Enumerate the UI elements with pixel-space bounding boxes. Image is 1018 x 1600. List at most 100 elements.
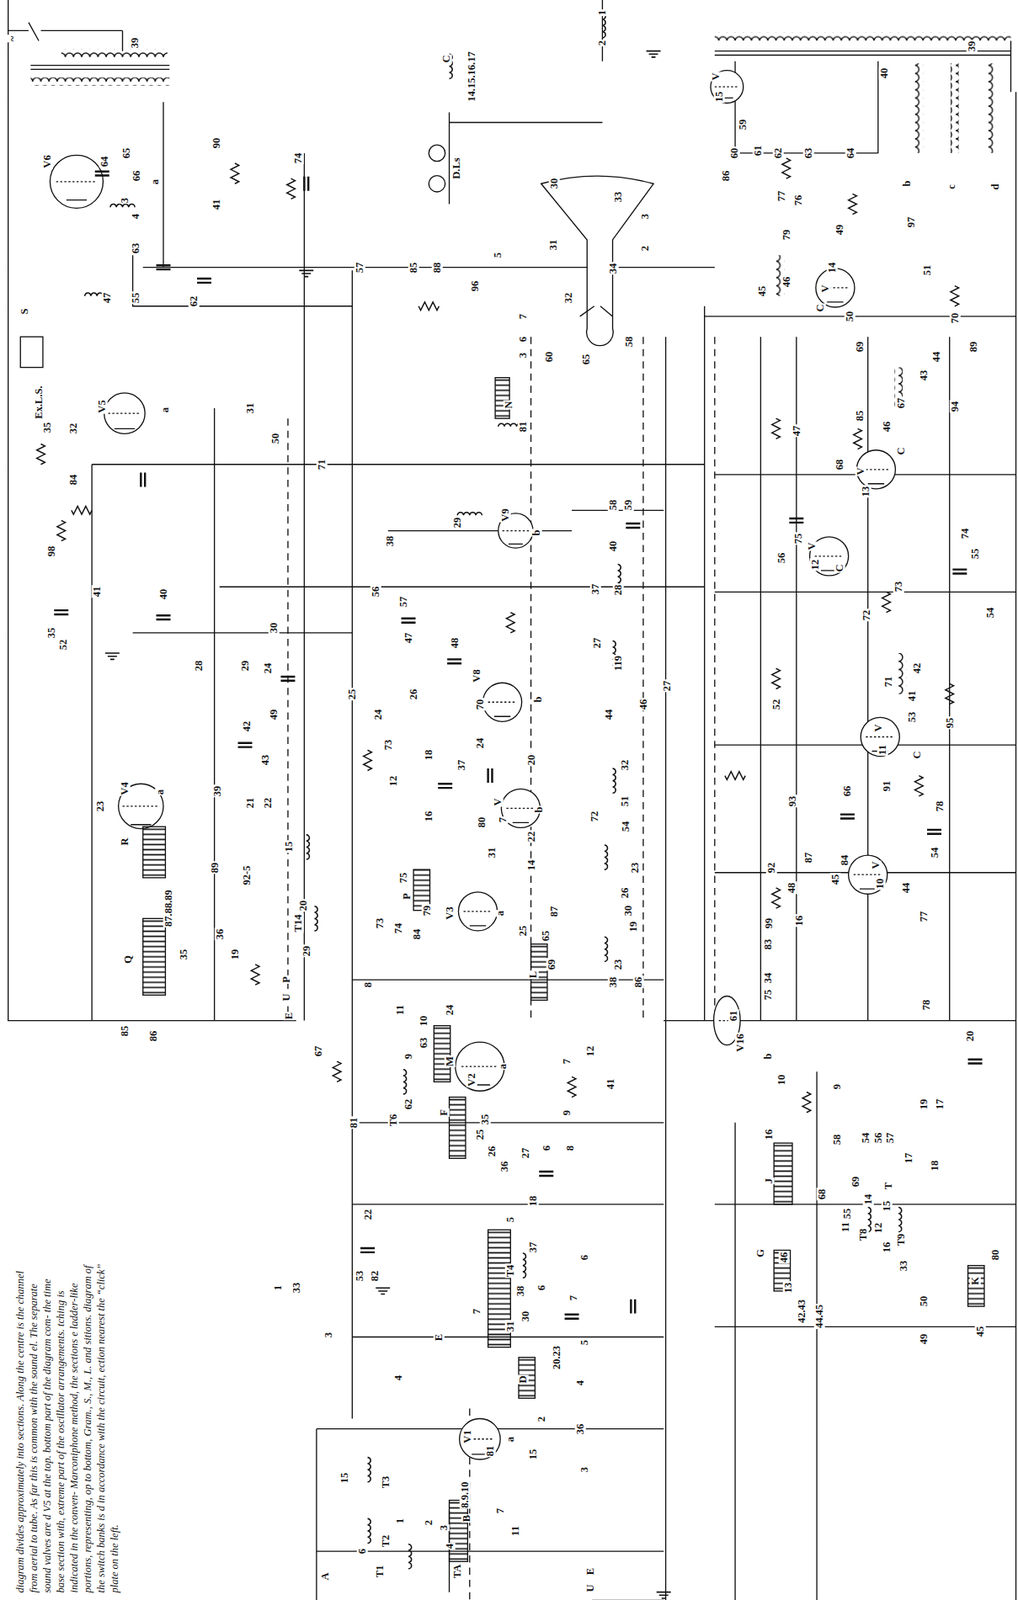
callout-number: 2 xyxy=(639,245,651,252)
callout-number: a xyxy=(154,788,166,796)
callout-number: 18 xyxy=(928,1160,940,1173)
callout-number: 46 xyxy=(638,698,650,711)
callout-number: 15 xyxy=(527,1449,539,1462)
callout-number: 3 xyxy=(639,213,651,220)
callout-number: P xyxy=(280,975,292,985)
callout-number: 60 xyxy=(729,147,741,160)
callout-number: 27 xyxy=(591,637,603,651)
callout-number: 63 xyxy=(130,241,142,255)
callout-number: B xyxy=(461,1514,473,1524)
callout-number: 13 xyxy=(783,1282,795,1296)
callout-number: 16 xyxy=(880,1241,892,1255)
switch-bank xyxy=(143,918,166,996)
callout-number: 74 xyxy=(959,527,971,541)
callout-number: 91 xyxy=(880,779,892,793)
callout-number: 95 xyxy=(943,716,955,730)
callout-number: 37 xyxy=(527,1241,539,1255)
coil-symbol xyxy=(602,13,606,38)
callout-number: 93 xyxy=(787,795,799,809)
callout-number: 69 xyxy=(850,1176,862,1189)
callout-number: T4 xyxy=(505,1263,517,1279)
callout-number: T8 xyxy=(857,1228,869,1243)
callout-number: C xyxy=(911,751,923,761)
callout-number: b xyxy=(762,1053,774,1061)
callout-number: 89 xyxy=(967,341,979,354)
callout-number: D.Ls xyxy=(451,156,463,180)
callout-number: 33 xyxy=(612,191,624,204)
callout-number: 44.45 xyxy=(813,1304,825,1330)
callout-number: 56 xyxy=(873,1132,885,1146)
callout-number: 34 xyxy=(762,971,774,985)
callout-number: 63 xyxy=(418,1037,430,1050)
callout-number: 17 xyxy=(933,1098,945,1112)
callout-number: b xyxy=(532,695,544,704)
callout-number: 40 xyxy=(879,67,891,80)
callout-number: 70 xyxy=(474,698,486,711)
callout-number: 58 xyxy=(607,499,619,512)
callout-number: 51 xyxy=(619,795,631,809)
callout-number: 29 xyxy=(452,516,464,530)
capacitor-symbol xyxy=(488,768,493,784)
callout-number: 43 xyxy=(918,369,930,383)
callout-number: 14 xyxy=(862,1193,874,1207)
capacitor-symbol xyxy=(280,676,295,682)
switch-bank xyxy=(773,1143,793,1205)
callout-number: 12 xyxy=(873,1222,885,1236)
callout-number: 71 xyxy=(316,458,328,471)
callout-number: T xyxy=(883,1182,895,1191)
capacitor-symbol xyxy=(952,570,967,575)
callout-number: 14 xyxy=(826,261,838,274)
switch-bank xyxy=(449,1097,466,1160)
resistor-symbol xyxy=(57,520,66,541)
callout-number: 46 xyxy=(880,421,892,434)
callout-number: 20 xyxy=(298,899,310,912)
callout-number: 12 xyxy=(388,774,400,788)
resistor-symbol xyxy=(782,158,791,179)
callout-number: 6 xyxy=(540,1145,552,1152)
callout-number: T6 xyxy=(388,1113,400,1129)
callout-number: 82 xyxy=(369,1270,381,1284)
callout-number: 7 xyxy=(495,1508,507,1515)
callout-number: 7 xyxy=(568,1295,580,1302)
coil-symbol xyxy=(604,937,608,962)
callout-number: 15 xyxy=(283,841,295,854)
callout-number: 70 xyxy=(949,312,961,326)
callout-number: 50 xyxy=(918,1295,930,1309)
callout-number: C xyxy=(441,54,453,64)
earth-symbol xyxy=(375,1288,390,1295)
callout-number: 3 xyxy=(119,197,131,204)
callout-number: 54 xyxy=(860,1132,872,1146)
callout-number: 33 xyxy=(290,1282,302,1296)
callout-number: 73 xyxy=(374,917,386,931)
callout-number: 30 xyxy=(268,621,280,635)
wiring xyxy=(8,0,1017,1600)
coil-symbol xyxy=(868,1208,872,1233)
callout-number: 77 xyxy=(918,911,930,924)
callout-number: 85 xyxy=(119,1024,131,1038)
earth-symbol xyxy=(656,1593,672,1599)
callout-number: K xyxy=(970,1276,981,1287)
resistor-symbol xyxy=(418,302,439,311)
capacitor-symbol xyxy=(197,278,212,283)
callout-number: 57 xyxy=(354,261,366,274)
callout-number: 45 xyxy=(830,874,842,887)
callout-number: 52 xyxy=(58,639,70,652)
callout-number: V xyxy=(870,861,882,871)
callout-number: 79 xyxy=(421,904,433,917)
callout-number: 17 xyxy=(903,1152,915,1166)
callout-number: V xyxy=(855,467,867,477)
callout-number: V1 xyxy=(462,1430,474,1445)
callout-number: 31 xyxy=(245,402,256,416)
callout-number: 7 xyxy=(471,1308,483,1316)
callout-number: 44 xyxy=(900,882,912,896)
callout-number: 28 xyxy=(193,659,205,672)
dial-lamp xyxy=(428,144,445,161)
callout-number: 84 xyxy=(68,474,80,487)
callout-number: 19 xyxy=(628,921,640,934)
callout-number: 4 xyxy=(443,1543,455,1551)
callout-number: V xyxy=(806,541,818,551)
callout-number: 23 xyxy=(95,800,107,814)
capacitor-symbol xyxy=(53,610,69,615)
callout-number: 87 xyxy=(803,851,815,864)
